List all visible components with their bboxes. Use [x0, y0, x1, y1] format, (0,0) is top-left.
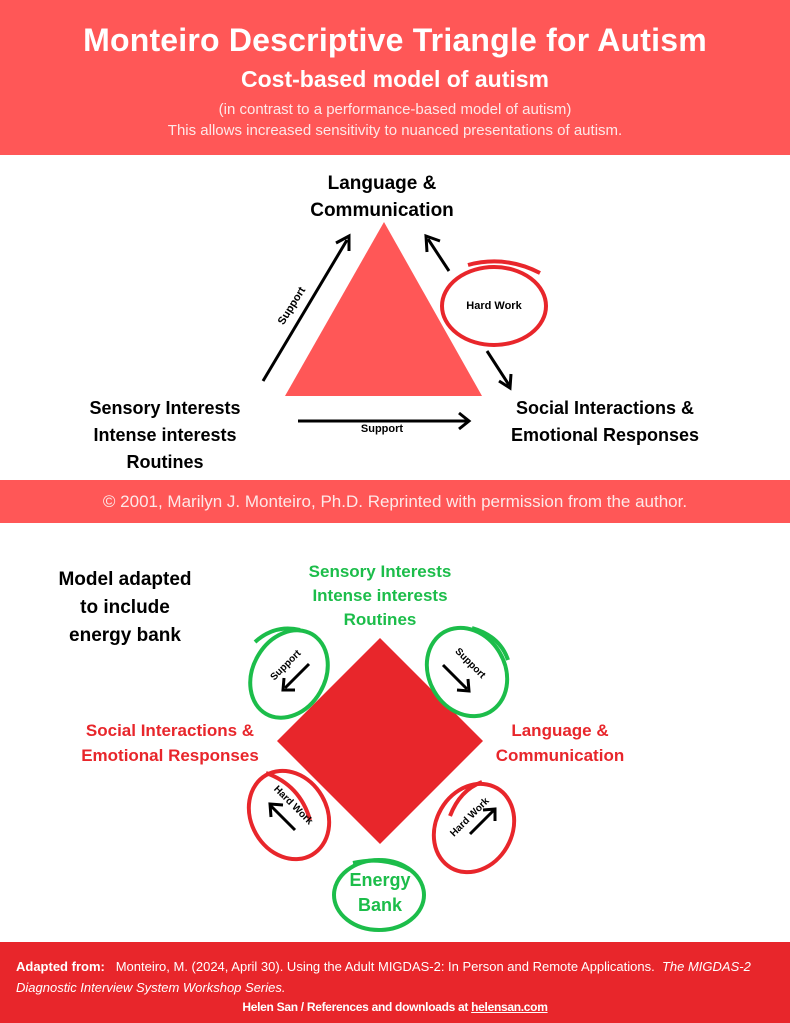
diamond-caption-line1: Model adapted [58, 569, 192, 590]
reference-text: Monteiro, M. (2024, April 30). Using the… [115, 959, 655, 974]
arrow-down-right-icon [441, 663, 471, 693]
triangle-bottom-support-label: Support [360, 423, 404, 435]
diamond-right-label-line2: Communication [495, 746, 625, 765]
diamond-left-label: Social Interactions & Emotional Response… [60, 718, 280, 768]
energy-bank-circle [332, 858, 426, 932]
diamond-caption: Model adapted to include energy bank [40, 566, 210, 650]
arrow-up-left-icon [424, 233, 451, 272]
header-note-line2: This allows increased sensitivity to nua… [167, 122, 623, 139]
diamond-top-label: Sensory Interests Intense interests Rout… [270, 560, 490, 632]
page-title: Monteiro Descriptive Triangle for Autism [83, 22, 707, 58]
arrow-up-left-icon [268, 802, 297, 832]
energy-bank-label: Energy Bank [335, 868, 425, 918]
diamond-right-label: Language & Communication [475, 718, 645, 768]
website-link[interactable]: helensan.com [471, 1000, 548, 1014]
arrow-up-right-icon [261, 233, 351, 382]
copyright-band: © 2001, Marilyn J. Monteiro, Ph.D. Repri… [0, 480, 790, 523]
diamond-top-label-line2: Intense interests [312, 586, 448, 605]
diamond-diagram [246, 625, 517, 932]
triangle-hard-work-label: Hard Work [466, 300, 522, 312]
diamond-left-label-line1: Social Interactions & [85, 721, 255, 740]
page-subtitle: Cost-based model of autism [241, 66, 549, 92]
hard-work-circle-bottom-right [431, 780, 517, 875]
diamond-caption-line2: to include [80, 597, 170, 618]
hard-work-circle [440, 259, 548, 347]
diamond-caption-line3: energy bank [69, 625, 181, 646]
reference-series: The MIGDAS-2 Diagnostic Interview System… [16, 959, 751, 995]
triangle-top-label: Language & Communication [282, 170, 482, 224]
triangle-right-label-line2: Emotional Responses [510, 425, 700, 445]
diamond-top-label-line1: Sensory Interests [308, 562, 452, 581]
triangle-left-label-line3: Routines [126, 452, 204, 472]
credit-text: Helen San / References and downloads at [242, 1000, 472, 1014]
triangle-right-label-line1: Social Interactions & [515, 398, 695, 418]
diamond-top-label-line3: Routines [343, 610, 417, 629]
triangle-right-label: Social Interactions & Emotional Response… [490, 395, 720, 449]
adapted-from-label: Adapted from: [16, 959, 105, 974]
diamond-left-label-line2: Emotional Responses [81, 746, 259, 765]
footer: Adapted from: Monteiro, M. (2024, April … [0, 942, 790, 1023]
energy-bank-line2: Bank [357, 895, 402, 915]
support-circle-top-right [424, 625, 510, 719]
arrow-down-left-icon [281, 662, 311, 692]
footer-credit: Helen San / References and downloads at … [0, 1000, 790, 1014]
triangle-left-label-line2: Intense interests [93, 425, 237, 445]
triangle-top-label-line1: Language & [327, 173, 437, 194]
arrow-up-right-icon [468, 807, 497, 836]
footer-reference: Adapted from: Monteiro, M. (2024, April … [16, 956, 776, 998]
arrow-down-right-icon [485, 350, 513, 391]
triangle-top-label-line2: Communication [310, 200, 454, 221]
triangle-left-label: Sensory Interests Intense interests Rout… [60, 395, 270, 476]
triangle-diagram [261, 222, 548, 431]
hard-work-circle-bottom-left [246, 768, 332, 862]
energy-bank-line1: Energy [349, 870, 411, 890]
triangle-shape [285, 222, 482, 396]
arrow-right-icon [298, 411, 472, 431]
support-circle-top-left [248, 626, 330, 720]
diamond-right-label-line1: Language & [511, 721, 609, 740]
triangle-left-label-line1: Sensory Interests [89, 398, 241, 418]
header-note-line1: (in contrast to a performance-based mode… [218, 101, 572, 118]
header-banner: Monteiro Descriptive Triangle for Autism… [0, 0, 790, 155]
